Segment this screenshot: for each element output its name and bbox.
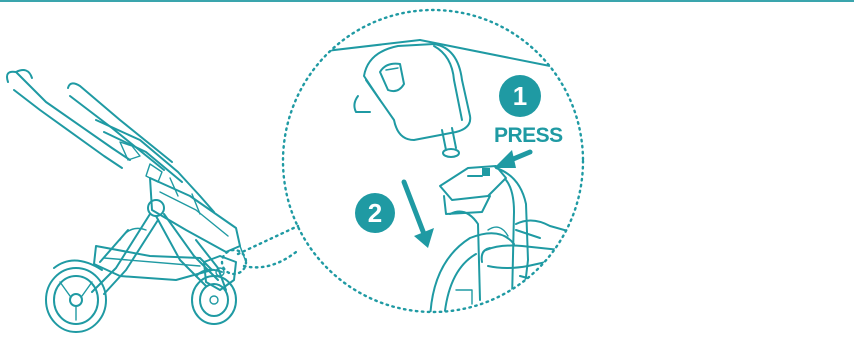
insert-down-arrow xyxy=(404,182,434,248)
hand xyxy=(482,220,600,286)
zoom-connector-lower xyxy=(244,252,296,267)
press-label: PRESS xyxy=(494,124,563,147)
step-1-badge: 1 xyxy=(499,75,541,117)
step-1-number: 1 xyxy=(513,81,527,111)
zoomed-detail xyxy=(300,40,600,320)
press-arrow xyxy=(494,150,530,168)
step-2-badge: 2 xyxy=(355,193,395,233)
step-2-number: 2 xyxy=(368,198,382,228)
zoom-connector-upper xyxy=(238,226,298,254)
wheel-unit xyxy=(354,44,470,157)
stroller-illustration xyxy=(7,70,246,332)
zoom-circle xyxy=(283,10,583,312)
